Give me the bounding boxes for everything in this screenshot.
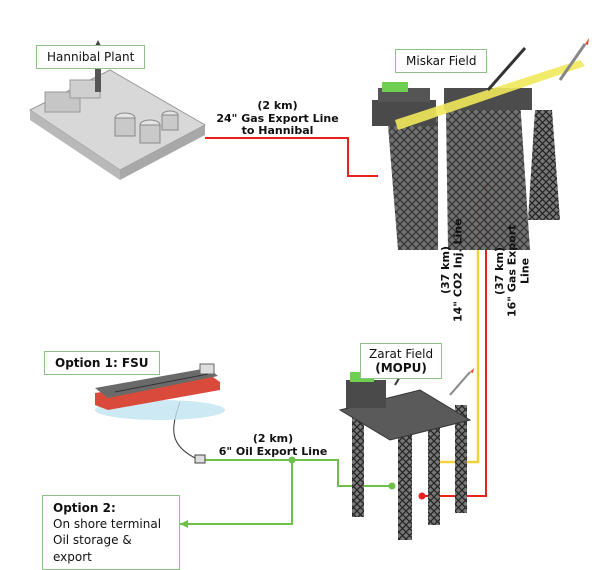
co2-line-name: 14" CO2 Inj. Line <box>451 218 465 322</box>
option2-label: Option 2: On shore terminal Oil storage … <box>42 495 180 570</box>
oil-line-name: 6" Oil Export Line <box>218 444 328 458</box>
option1-label: Option 1: FSU <box>44 351 160 375</box>
gas16-line-name: 16" Gas Export Line <box>505 224 532 318</box>
zarat-field-label: Zarat Field (MOPU) <box>360 343 443 379</box>
gas16-line-distance: (37 km) <box>493 247 506 295</box>
buoy <box>194 454 206 464</box>
fsu-ship-illustration <box>95 363 225 420</box>
oil-junction-node <box>288 456 296 464</box>
hannibal-plant-illustration <box>29 40 207 180</box>
zarat-field-subtitle: (MOPU) <box>375 361 427 375</box>
zarat-field-title: Zarat Field <box>369 347 434 361</box>
gas-junction-node <box>418 492 426 500</box>
zarat-mopu-illustration <box>338 359 474 540</box>
oil-line-label: (2 km) 6" Oil Export Line <box>218 432 328 458</box>
option2-line1: On shore terminal <box>53 517 162 532</box>
hannibal-line-name: 24" Gas Export Line <box>216 111 339 125</box>
oil-mopu-node <box>388 482 396 490</box>
gas-export-line-16in <box>422 186 487 497</box>
gas16-line-label: (37 km) 16" Gas Export Line <box>493 210 532 332</box>
co2-injection-line <box>432 200 480 464</box>
oil-line-to-shore <box>180 460 293 525</box>
hannibal-line-dest: to Hannibal <box>241 124 314 138</box>
miskar-field-label: Miskar Field <box>395 49 488 73</box>
oil-line-distance: (2 km) <box>252 432 294 445</box>
option2-title: Option 2: <box>53 501 116 515</box>
miskar-platforms-illustration <box>372 38 589 250</box>
oil-arrow-head <box>180 520 188 528</box>
option2-line2: Oil storage & export <box>53 533 132 564</box>
hannibal-plant-label: Hannibal Plant <box>36 45 146 69</box>
gas-export-line-hannibal <box>205 137 378 177</box>
hannibal-line-label: (2 km) 24" Gas Export Line to Hannibal <box>210 99 345 138</box>
co2-line-label: (37 km) 14" CO2 Inj. Line <box>439 210 465 330</box>
hannibal-line-distance: (2 km) <box>257 99 298 112</box>
pipelines <box>173 137 489 528</box>
